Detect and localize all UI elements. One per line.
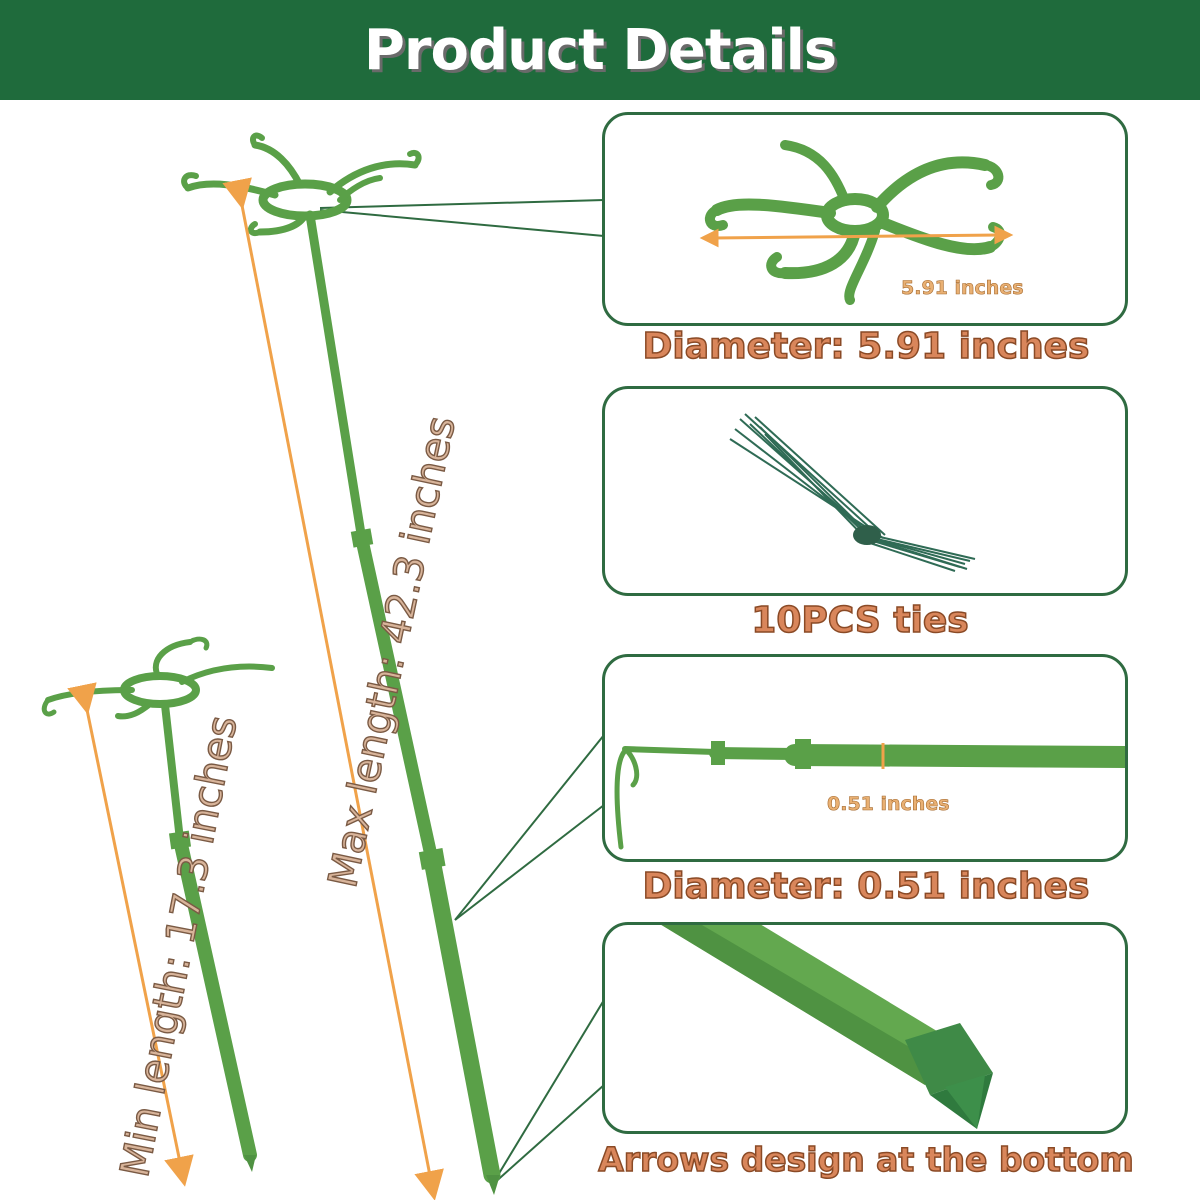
tip-caption: Arrows design at the bottom — [597, 1139, 1134, 1180]
rod-diameter-caption: Diameter: 0.51 inches — [642, 865, 1090, 908]
ring-diameter-caption: Diameter: 5.91 inches — [642, 325, 1090, 368]
ties-illustration — [729, 413, 976, 572]
tip-detail-panel — [602, 922, 1128, 1134]
rod-illustration — [614, 739, 1125, 850]
ring-illustration — [699, 140, 1014, 305]
ties-caption: 10PCS ties — [751, 599, 970, 642]
ring-detail-panel: 5.91 inches — [602, 112, 1128, 326]
ties-detail-panel — [602, 386, 1128, 596]
length-arrows — [67, 177, 444, 1200]
tip-illustration — [661, 925, 993, 1129]
page-title: Product Details — [363, 17, 837, 83]
ring-measurement-label: 5.91 inches — [901, 277, 1024, 300]
rod-detail-panel: 0.51 inches — [602, 654, 1128, 862]
header-banner: Product Details — [0, 0, 1200, 100]
rod-measurement-label: 0.51 inches — [827, 793, 950, 816]
